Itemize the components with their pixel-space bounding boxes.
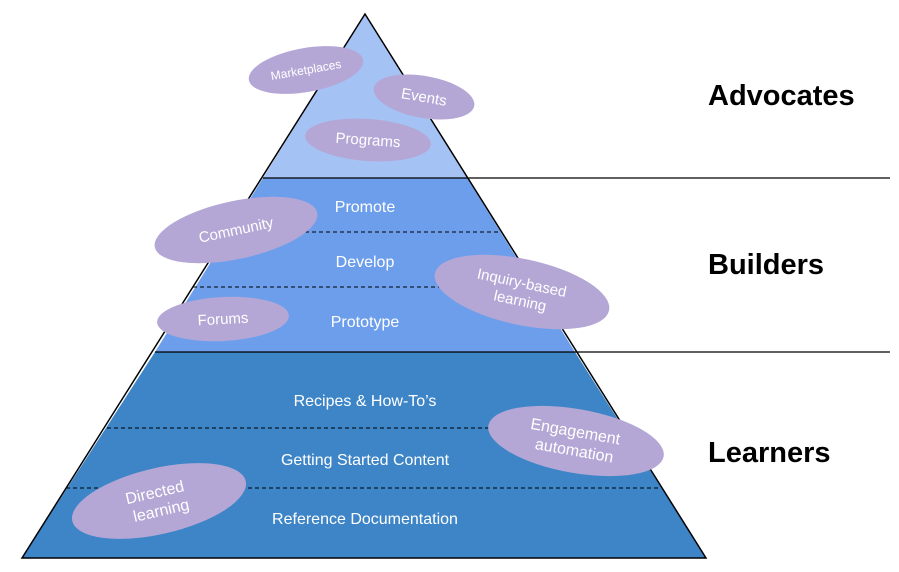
layer-recipes: Recipes & How-To’s bbox=[294, 393, 437, 410]
bubble-programs: Programs bbox=[305, 118, 431, 162]
layer-promote: Promote bbox=[335, 199, 396, 216]
bubble-engagement-automation: Engagement automation bbox=[488, 405, 664, 477]
layer-reference-docs: Reference Documentation bbox=[272, 511, 458, 528]
tier-label-advocates: Advocates bbox=[708, 80, 855, 112]
bubble-marketplaces: Marketplaces bbox=[248, 46, 364, 94]
tier-label-builders: Builders bbox=[708, 249, 824, 281]
bubble-programs-text: Programs bbox=[335, 130, 401, 151]
bubble-forums: Forums bbox=[157, 296, 289, 342]
bubble-events: Events bbox=[373, 74, 475, 120]
bubble-forums-text: Forums bbox=[197, 310, 249, 330]
layer-prototype: Prototype bbox=[331, 314, 400, 331]
bubble-community: Community bbox=[154, 196, 318, 264]
bubble-directed-learning: Directed learning bbox=[71, 463, 247, 539]
layer-develop: Develop bbox=[336, 254, 395, 271]
bubble-inquiry-based-learning: Inquiry-based learning bbox=[434, 254, 610, 330]
tier-label-learners: Learners bbox=[708, 437, 831, 469]
layer-getting-started: Getting Started Content bbox=[281, 452, 450, 469]
